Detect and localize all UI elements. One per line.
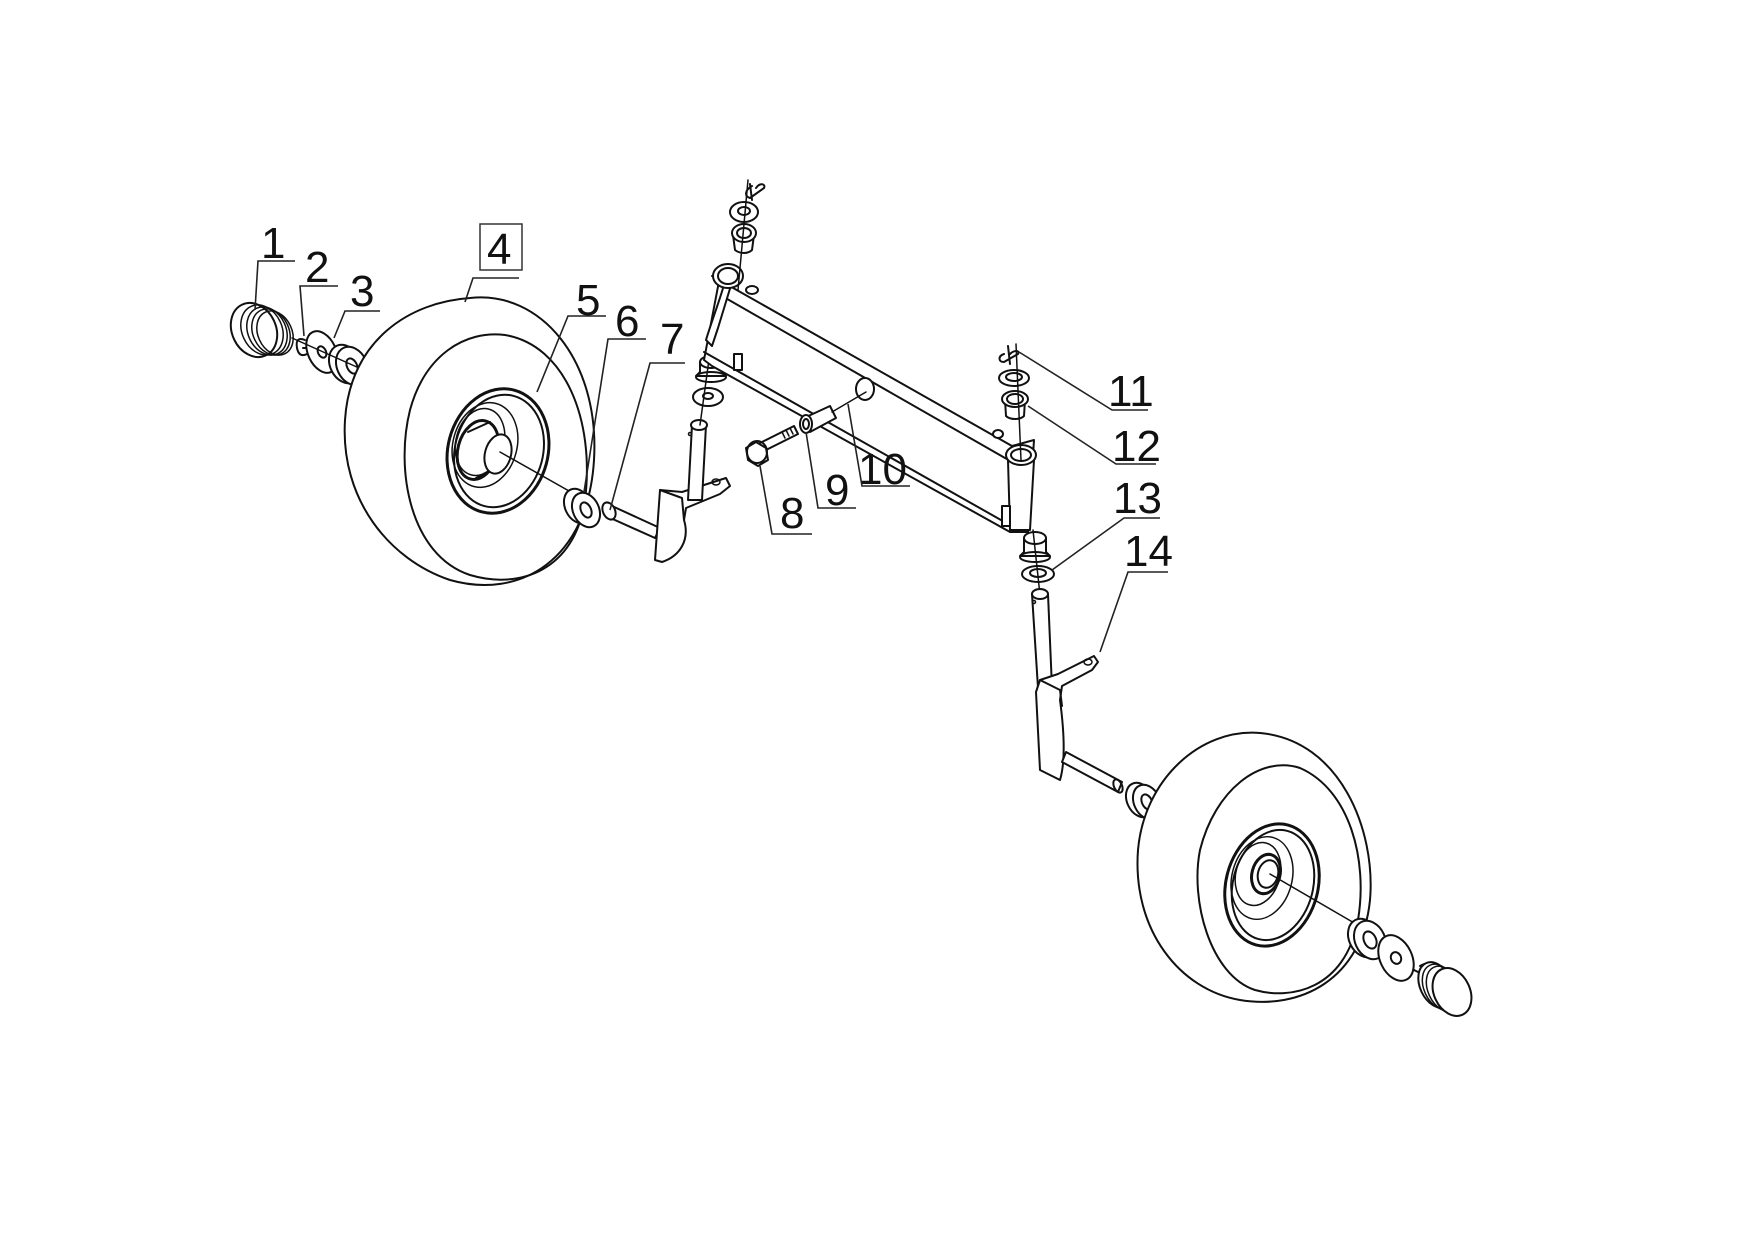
left-spindle (601, 419, 731, 563)
right-upper-washer (998, 369, 1030, 387)
callout-label-6: 6 (615, 297, 639, 346)
left-upper-washer (729, 201, 759, 223)
bolt-axis (831, 391, 867, 413)
callout-4: 4 (464, 223, 523, 303)
right-spindle (1031, 588, 1124, 794)
callout-8: 8 (759, 465, 812, 538)
left-hair-pin-clip (745, 183, 766, 201)
callout-label-2: 2 (305, 243, 329, 292)
callout-label-1: 1 (261, 219, 285, 268)
left-bearing-spacer (562, 487, 602, 529)
callout-label-4: 4 (487, 225, 511, 274)
callout-2: 2 (299, 243, 338, 337)
callout-3: 3 (333, 267, 380, 339)
callout-13: 13 (1051, 474, 1162, 571)
front-axle-beam (703, 263, 1037, 533)
right-rim (1223, 822, 1321, 948)
callout-label-11: 11 (1108, 367, 1154, 416)
pivot-bolt (745, 425, 799, 467)
right-hub-cap (1417, 961, 1473, 1017)
left-top-axis (737, 179, 749, 291)
callout-label-9: 9 (825, 466, 849, 515)
callout-10: 10 (847, 403, 910, 494)
callout-11: 11 (1018, 351, 1154, 416)
left-axis-line-outer (291, 337, 369, 373)
callout-12: 12 (1027, 405, 1161, 471)
callout-label-13: 13 (1113, 474, 1162, 523)
callout-1: 1 (254, 219, 295, 311)
callout-label-12: 12 (1112, 422, 1161, 471)
left-hub-cap (229, 301, 294, 359)
pivot-sleeve (799, 405, 837, 434)
callout-label-8: 8 (780, 489, 804, 538)
callout-9: 9 (805, 431, 856, 515)
right-hair-pin-clip (998, 345, 1020, 365)
callout-label-7: 7 (660, 315, 684, 364)
callout-label-5: 5 (576, 276, 600, 325)
callout-7: 7 (609, 315, 685, 511)
right-upper-bushing (1001, 390, 1029, 420)
right-wheel (1136, 731, 1372, 1003)
left-wheel (343, 296, 596, 586)
callout-14: 14 (1099, 527, 1173, 653)
left-rim (445, 387, 551, 515)
callout-6: 6 (583, 297, 646, 493)
left-lower-washer (692, 387, 724, 407)
callout-5: 5 (536, 276, 606, 393)
right-top-axis (1015, 343, 1022, 461)
right-flat-washer (1377, 934, 1415, 982)
callout-label-14: 14 (1124, 527, 1173, 576)
callout-label-3: 3 (350, 267, 374, 316)
callout-box-4 (479, 223, 523, 271)
right-pivot-axis (1032, 529, 1041, 596)
